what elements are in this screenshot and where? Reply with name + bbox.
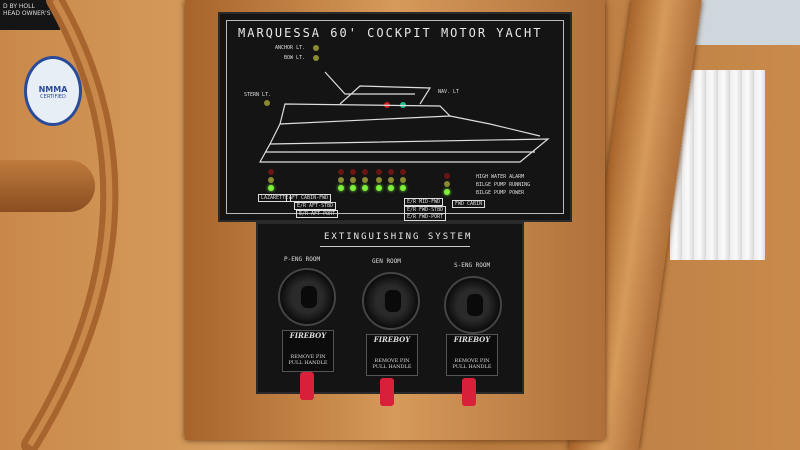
alarm-led	[376, 169, 382, 175]
bow-light-label: BOW LT.	[284, 55, 306, 61]
wheel-spoke	[0, 160, 95, 212]
power-led	[350, 185, 356, 191]
alarm-led	[338, 169, 344, 175]
alarm-led	[268, 169, 274, 175]
discharge-dial[interactable]	[278, 268, 336, 326]
fireboy-tag: FIREBOY REMOVE PIN PULL HANDLE	[282, 330, 334, 372]
legend-bilge-pump-running: BILGE PUMP RUNNING	[476, 182, 531, 188]
instruction: REMOVE PIN PULL HANDLE	[372, 358, 412, 370]
indicator-grid	[268, 169, 458, 199]
nav-light-panel: MARQUESSA 60' COCKPIT MOTOR YACHT ANCHOR…	[218, 12, 572, 222]
s-eng-room-station: S-ENG ROOM FIREBOY REMOVE PIN PULL HANDLE	[442, 254, 512, 406]
alarm-led	[350, 169, 356, 175]
gen-room-station: GEN ROOM FIREBOY REMOVE PIN PULL HANDLE	[358, 254, 428, 406]
helm-wheel	[21, 0, 119, 450]
yacht-diagram	[258, 71, 550, 163]
nav-panel-title: MARQUESSA 60' COCKPIT MOTOR YACHT	[238, 26, 543, 40]
alarm-led	[444, 173, 450, 179]
room-label: P-ENG ROOM	[284, 256, 321, 263]
discharge-dial[interactable]	[362, 272, 420, 330]
running-led	[350, 177, 356, 183]
fireboy-tag: FIREBOY REMOVE PIN PULL HANDLE	[366, 334, 418, 376]
panel-border	[226, 20, 564, 214]
instruction: REMOVE PIN PULL HANDLE	[452, 358, 492, 370]
anchor-light-label: ANCHOR LT.	[275, 45, 306, 51]
nmma-badge: NMMA CERTIFIED	[24, 56, 82, 126]
room-label: S-ENG ROOM	[454, 262, 491, 269]
running-led	[388, 177, 394, 183]
plaque-line-2: HEAD OWNER'S	[3, 10, 51, 17]
zone-er-aft-port: E/R AFT-PORT	[296, 210, 339, 218]
zone-fwd-cabin: FWD CABIN	[452, 200, 486, 208]
extinguishing-panel: EXTINGUISHING SYSTEM P-ENG ROOM FIREBOY R…	[256, 222, 524, 406]
discharge-dial[interactable]	[444, 276, 502, 334]
room-label: GEN ROOM	[372, 258, 401, 265]
bow-light-indicator	[313, 55, 319, 61]
stern-light-label: STERN LT.	[244, 92, 272, 98]
power-led	[376, 185, 382, 191]
power-led	[362, 185, 368, 191]
power-led	[338, 185, 344, 191]
fireboy-tag: FIREBOY REMOVE PIN PULL HANDLE	[446, 334, 498, 376]
nmma-badge-bottom: CERTIFIED	[40, 94, 66, 100]
running-led	[400, 177, 406, 183]
dial-knob[interactable]	[467, 294, 483, 316]
plaque-line-1: D BY HOLL	[3, 3, 35, 10]
extinguishing-title: EXTINGUISHING SYSTEM	[324, 232, 473, 242]
alarm-led	[388, 169, 394, 175]
legend-bilge-pump-power: BILGE PUMP POWER	[476, 190, 525, 196]
zone-lazarette: LAZARETTE	[258, 194, 292, 202]
safety-pin-handle[interactable]	[462, 378, 476, 406]
ceiling	[690, 0, 800, 45]
dial-knob[interactable]	[385, 290, 401, 312]
running-led	[376, 177, 382, 183]
brand: FIREBOY	[373, 335, 411, 344]
nav-light-label: NAV. LT	[438, 89, 460, 95]
instruction: REMOVE PIN PULL HANDLE	[288, 354, 328, 366]
brand: FIREBOY	[289, 331, 327, 340]
zone-er-fwd-port: E/R FWD-PORT	[404, 213, 447, 221]
stern-light-indicator	[264, 100, 270, 106]
p-eng-room-station: P-ENG ROOM FIREBOY REMOVE PIN PULL HANDLE	[274, 254, 344, 400]
power-led	[400, 185, 406, 191]
running-led	[444, 181, 450, 187]
safety-pin-handle[interactable]	[380, 378, 394, 406]
brand: FIREBOY	[453, 335, 491, 344]
legend-high-water-alarm: HIGH WATER ALARM	[476, 174, 525, 180]
running-led	[362, 177, 368, 183]
dial-knob[interactable]	[301, 286, 317, 308]
title-underline	[320, 246, 470, 247]
running-led	[268, 177, 274, 183]
zone-er-mid-fwd: E/R MID-FWD	[404, 198, 444, 206]
running-led	[338, 177, 344, 183]
anchor-light-indicator	[313, 45, 319, 51]
safety-pin-handle[interactable]	[300, 372, 314, 400]
power-led	[268, 185, 274, 191]
alarm-led	[362, 169, 368, 175]
zone-aft-cabin-fwd: AFT CABIN-FWD	[286, 194, 332, 202]
power-led	[388, 185, 394, 191]
alarm-led	[400, 169, 406, 175]
power-led	[444, 189, 450, 195]
zone-er-aft-stbd: E/R AFT-STBD	[294, 202, 337, 210]
nmma-badge-top: NMMA	[38, 85, 68, 94]
